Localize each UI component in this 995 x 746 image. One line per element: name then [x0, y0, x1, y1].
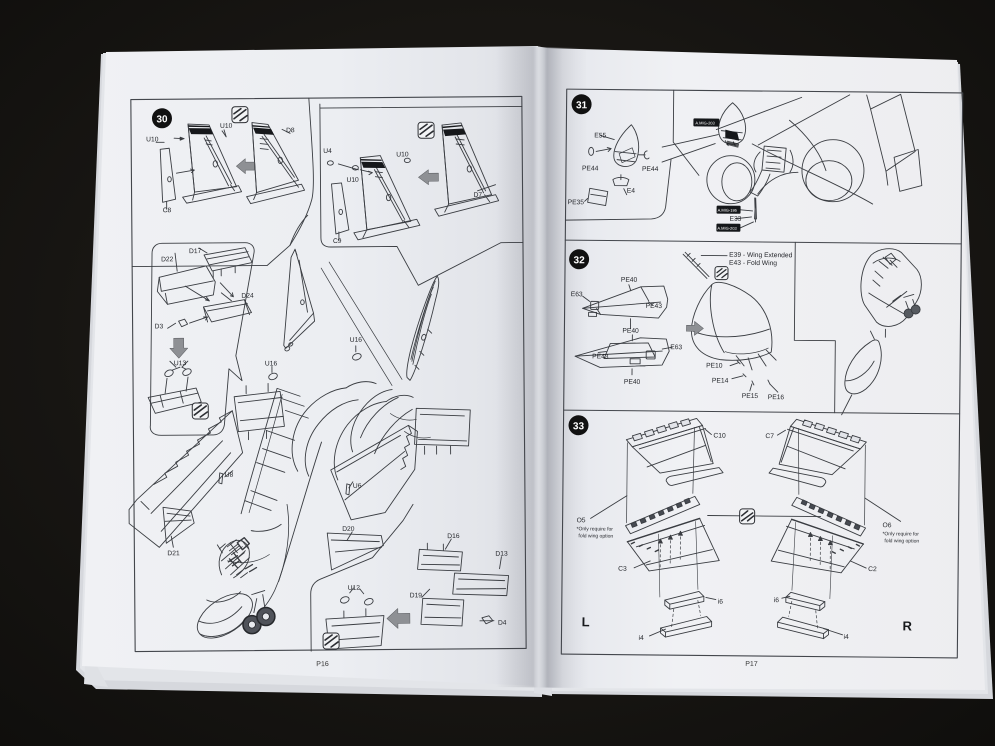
- svg-text:C9: C9: [333, 238, 342, 245]
- svg-text:E4: E4: [627, 188, 636, 195]
- svg-text:D22: D22: [161, 256, 174, 263]
- svg-text:C10: C10: [713, 433, 726, 440]
- svg-text:E33: E33: [729, 216, 741, 223]
- svg-text:PE40: PE40: [621, 277, 638, 284]
- svg-text:D20: D20: [342, 526, 355, 533]
- svg-text:P16: P16: [316, 661, 329, 668]
- svg-text:PE14: PE14: [712, 378, 729, 385]
- svg-text:fold wing option: fold wing option: [578, 533, 613, 539]
- svg-text:R: R: [903, 618, 913, 633]
- svg-text:PE16: PE16: [768, 394, 785, 401]
- svg-text:A.MIG-203: A.MIG-203: [717, 226, 737, 231]
- svg-text:U16: U16: [265, 360, 278, 367]
- svg-text:U10: U10: [396, 151, 409, 158]
- svg-text:U10: U10: [346, 177, 359, 184]
- svg-text:E55: E55: [594, 132, 606, 139]
- svg-text:U10: U10: [220, 123, 233, 130]
- svg-text:PE44: PE44: [642, 166, 659, 173]
- svg-text:U6: U6: [353, 483, 362, 490]
- svg-text:PE44: PE44: [582, 165, 599, 172]
- svg-text:O6: O6: [883, 522, 892, 529]
- svg-text:PE35: PE35: [568, 199, 585, 206]
- svg-text:C8: C8: [163, 207, 172, 214]
- svg-text:i4: i4: [638, 635, 644, 642]
- svg-text:D8: D8: [286, 127, 295, 134]
- svg-text:U13: U13: [174, 360, 187, 367]
- svg-text:*Only require for: *Only require for: [882, 531, 919, 537]
- svg-text:*Only require for: *Only require for: [576, 526, 613, 532]
- svg-text:E43 - Fold Wing: E43 - Fold Wing: [729, 260, 777, 267]
- svg-text:PE10: PE10: [706, 362, 723, 369]
- svg-text:D3: D3: [155, 323, 164, 330]
- svg-text:C7: C7: [765, 433, 774, 440]
- svg-text:A.MIG-195: A.MIG-195: [718, 208, 738, 213]
- svg-text:D21: D21: [167, 550, 180, 557]
- svg-text:PE43: PE43: [592, 353, 609, 360]
- svg-text:U8: U8: [225, 472, 234, 479]
- svg-text:32: 32: [573, 255, 585, 266]
- svg-text:i6: i6: [718, 599, 724, 606]
- svg-text:PE40: PE40: [622, 328, 639, 335]
- svg-text:P17: P17: [745, 661, 758, 668]
- svg-text:D13: D13: [495, 551, 508, 558]
- svg-text:E63: E63: [571, 291, 583, 298]
- svg-text:PE43: PE43: [646, 303, 663, 310]
- svg-text:O5: O5: [577, 517, 586, 524]
- svg-text:U4: U4: [323, 148, 332, 155]
- svg-text:D7: D7: [474, 192, 483, 199]
- svg-text:30: 30: [156, 114, 168, 125]
- svg-text:E39 - Wing Extended: E39 - Wing Extended: [729, 252, 793, 260]
- svg-text:C3: C3: [618, 566, 627, 573]
- svg-text:U12: U12: [348, 585, 361, 592]
- svg-text:C2: C2: [868, 566, 877, 573]
- svg-text:31: 31: [576, 100, 588, 111]
- svg-text:A.MIG-203: A.MIG-203: [695, 120, 715, 125]
- svg-text:i4: i4: [843, 634, 849, 641]
- svg-text:D19: D19: [410, 592, 423, 599]
- svg-text:33: 33: [573, 421, 585, 432]
- svg-text:D24: D24: [241, 293, 254, 300]
- svg-text:U10: U10: [146, 136, 159, 143]
- svg-text:PE40: PE40: [624, 379, 641, 386]
- svg-text:U16: U16: [350, 337, 363, 344]
- svg-text:L: L: [582, 614, 590, 629]
- svg-text:PE15: PE15: [742, 393, 759, 400]
- svg-text:i6: i6: [774, 597, 780, 604]
- svg-text:D4: D4: [498, 620, 507, 627]
- svg-text:E63: E63: [670, 344, 682, 351]
- svg-text:D17: D17: [189, 248, 202, 255]
- svg-text:D16: D16: [447, 533, 460, 540]
- svg-text:fold wing option: fold wing option: [884, 538, 919, 544]
